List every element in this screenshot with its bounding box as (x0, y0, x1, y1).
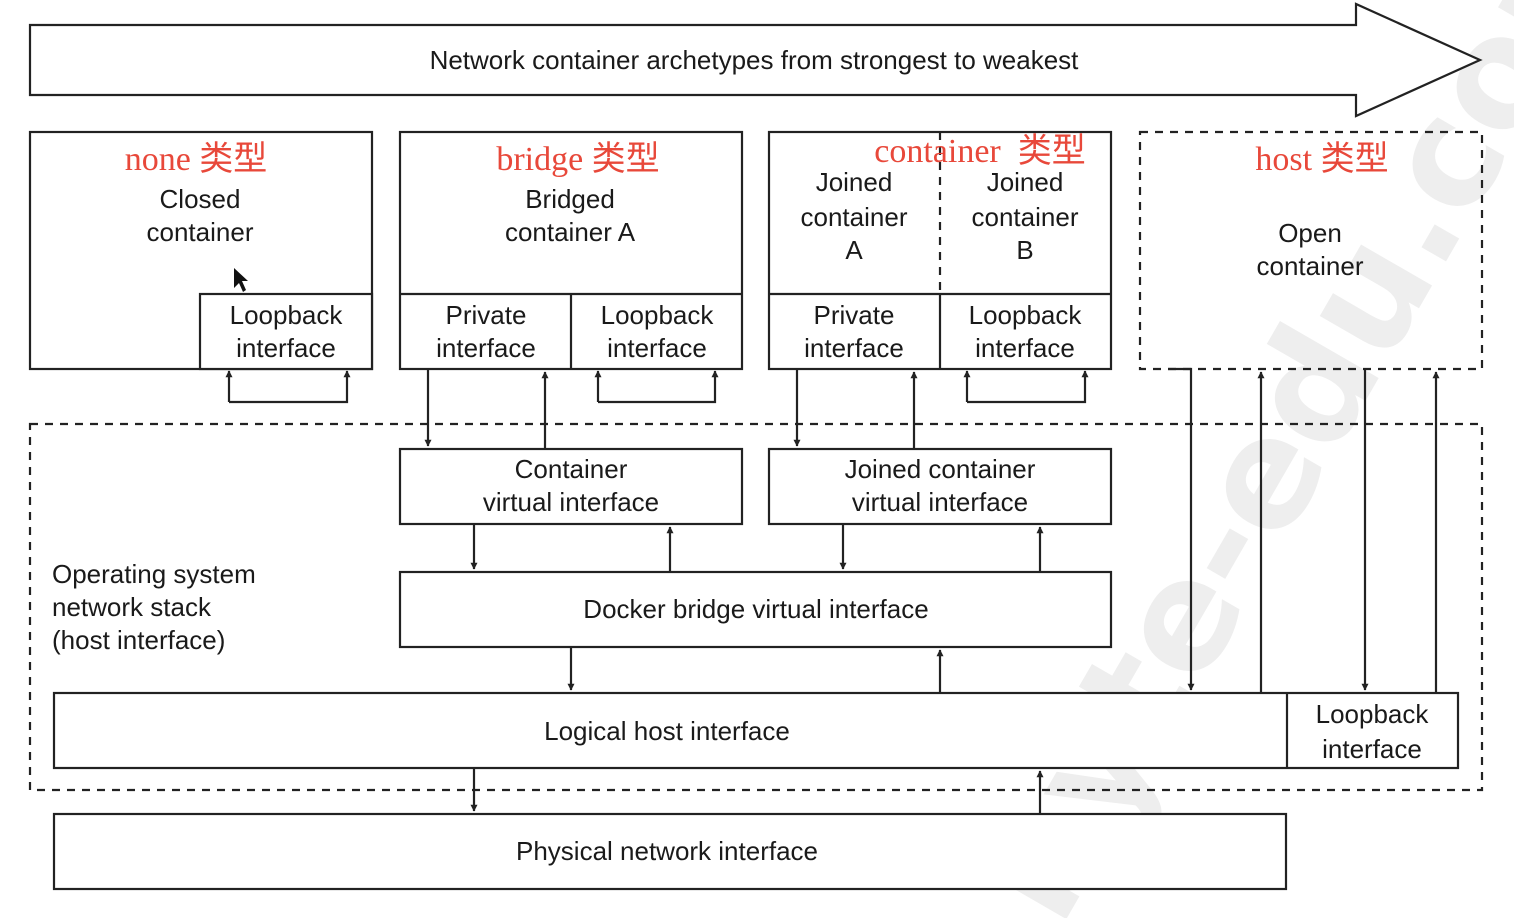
host-loopback-interface: Loopback (1316, 699, 1430, 729)
svg-text:B: B (1016, 235, 1033, 265)
host-type-label: host 类型 (1255, 140, 1388, 178)
os-network-stack-region (28, 422, 1484, 792)
svg-text:interface: interface (804, 333, 904, 363)
strength-arrow-banner: Network container archetypes from strong… (28, 2, 1483, 118)
container-virtual-interface: Container virtual interface (398, 447, 744, 526)
container-type-label: container 类型 (874, 132, 1086, 170)
logical-host-interface: Logical host interface Loopback interfac… (52, 691, 1460, 770)
svg-text:Bridged: Bridged (525, 184, 615, 214)
svg-text:Operating system: Operating system (52, 559, 256, 589)
svg-text:network stack: network stack (52, 592, 212, 622)
closed-loopback-interface (198, 292, 374, 371)
svg-text:interface: interface (236, 333, 336, 363)
svg-text:Physical network interface: Physical network interface (516, 836, 818, 866)
docker-bridge-virtual-interface: Docker bridge virtual interface (398, 570, 1113, 649)
svg-text:A: A (845, 235, 863, 265)
svg-text:Open: Open (1278, 218, 1342, 248)
svg-text:Logical host interface: Logical host interface (544, 716, 790, 746)
svg-text:Joined: Joined (816, 167, 893, 197)
svg-text:Joined: Joined (987, 167, 1064, 197)
joined-loopback-interface: Loopback (969, 300, 1083, 330)
bridged-container: bridge 类型 Bridged container A Private in… (398, 130, 744, 371)
svg-text:container: container (1257, 251, 1364, 281)
closed-container: none 类型 Closed container Loopback interf… (28, 130, 374, 371)
bridge-type-label: bridge 类型 (496, 140, 659, 178)
cursor-pointer-icon (234, 268, 248, 292)
svg-text:(host interface): (host interface) (52, 625, 225, 655)
svg-text:container: container (147, 217, 254, 247)
svg-text:container A: container A (505, 217, 636, 247)
svg-text:Container: Container (515, 454, 628, 484)
svg-text:container: container (801, 202, 908, 232)
connector-arrows (225, 367, 1440, 814)
bridged-private-interface: Private (446, 300, 527, 330)
physical-network-interface: Physical network interface (52, 812, 1288, 891)
svg-text:interface: interface (1322, 734, 1422, 764)
svg-text:interface: interface (607, 333, 707, 363)
open-container: host 类型 Open container (1138, 130, 1484, 371)
banner-text: Network container archetypes from strong… (430, 45, 1080, 75)
svg-text:interface: interface (975, 333, 1075, 363)
svg-text:virtual interface: virtual interface (483, 487, 659, 517)
none-type-label: none 类型 (125, 140, 268, 178)
joined-containers: container 类型 Joined container A Joined c… (767, 130, 1113, 371)
svg-text:Loopback: Loopback (230, 300, 344, 330)
svg-text:Joined container: Joined container (845, 454, 1036, 484)
os-stack-label: Operating system network stack (host int… (52, 559, 256, 655)
svg-text:interface: interface (436, 333, 536, 363)
svg-text:Docker bridge virtual interfac: Docker bridge virtual interface (583, 594, 928, 624)
joined-container-virtual-interface: Joined container virtual interface (767, 447, 1113, 526)
joined-private-interface: Private (814, 300, 895, 330)
svg-text:virtual interface: virtual interface (852, 487, 1028, 517)
bridged-loopback-interface: Loopback (601, 300, 715, 330)
svg-text:Closed: Closed (160, 184, 241, 214)
svg-text:container: container (972, 202, 1079, 232)
